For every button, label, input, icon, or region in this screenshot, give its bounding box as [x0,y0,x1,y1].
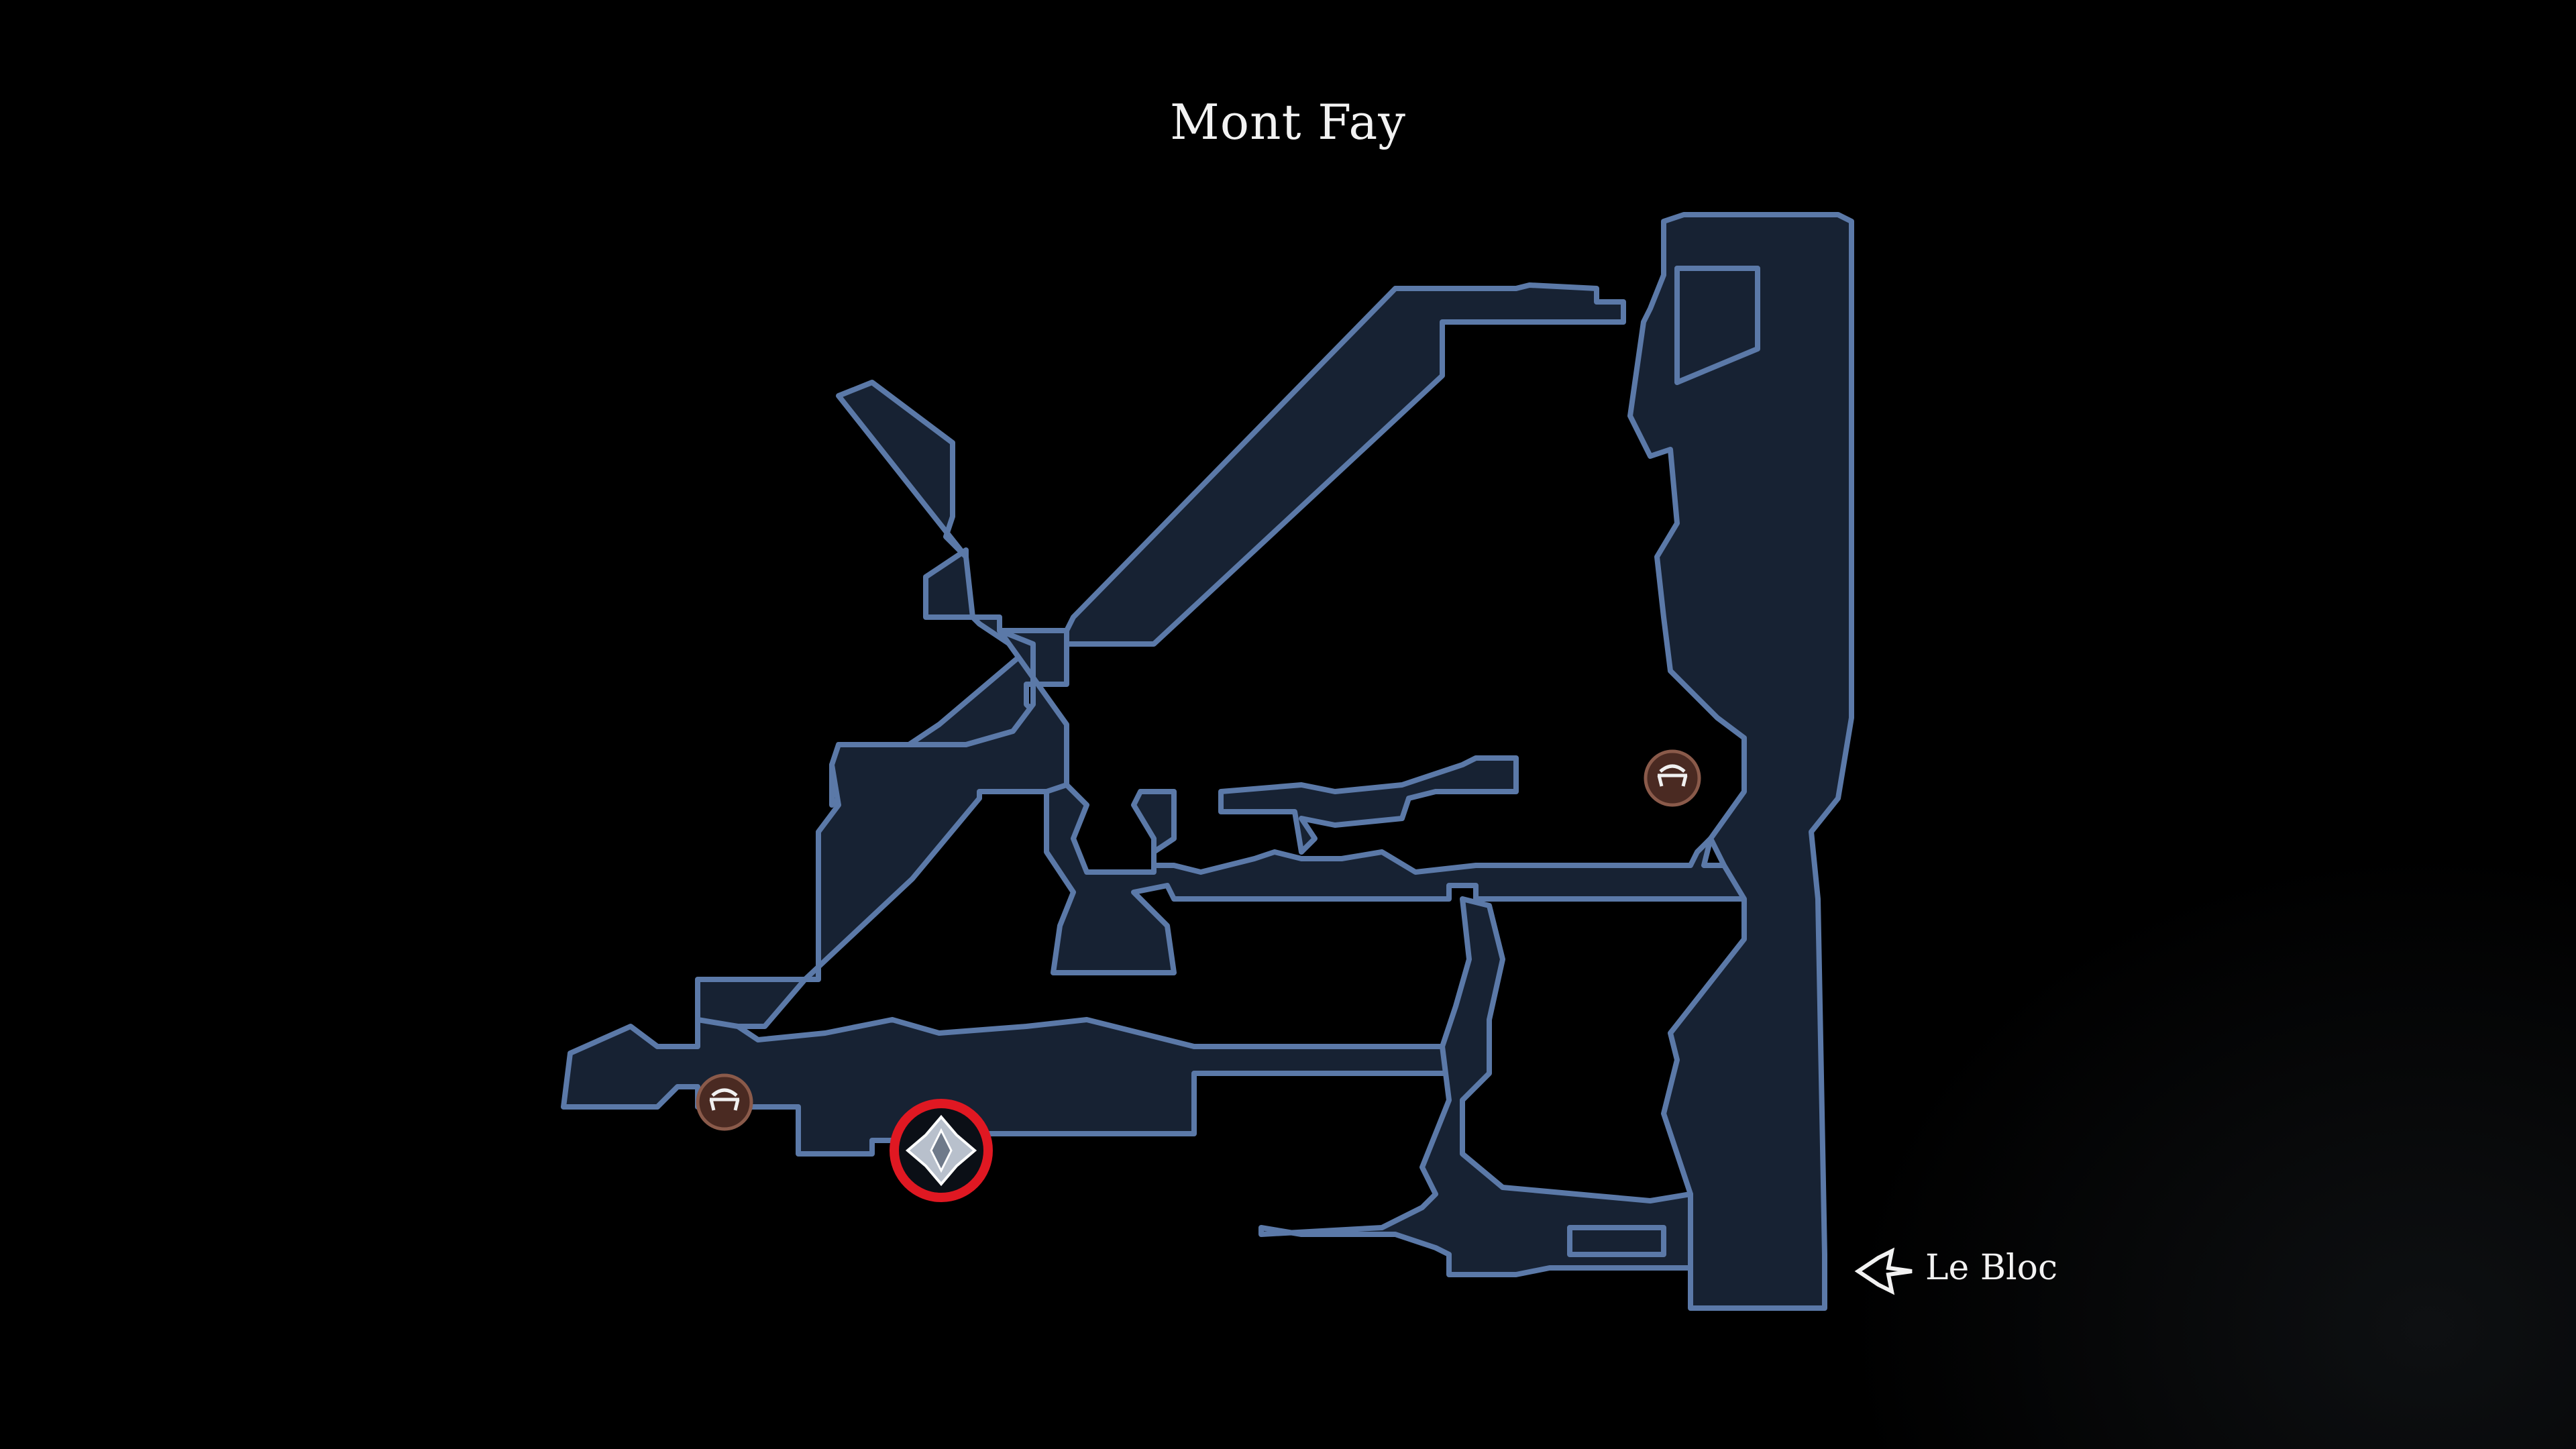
room-platform-upper [1218,755,1519,855]
bench-icon [1657,764,1688,787]
room-central-left [695,628,1069,1029]
exit-arrow-icon [1854,1247,1913,1295]
room-upper-diagonal [1064,282,1626,647]
crystal-icon [905,1114,977,1187]
room-middle-corridor [1044,782,1747,975]
exit-label-le-bloc[interactable]: Le Bloc [1925,1248,2058,1288]
bench-marker-right[interactable] [1639,745,1706,812]
collectible-marker-highlighted[interactable] [884,1093,998,1208]
room-upper-pocket [1674,266,1760,385]
background-vignette [1838,845,2576,1449]
room-right-shaft [1627,212,1854,1311]
bench-marker-left[interactable] [691,1069,758,1136]
room-side-pocket [1567,1225,1666,1257]
area-title: Mont Fay [1170,94,1406,150]
room-lower-descent [1258,896,1693,1277]
bench-icon [709,1088,740,1111]
